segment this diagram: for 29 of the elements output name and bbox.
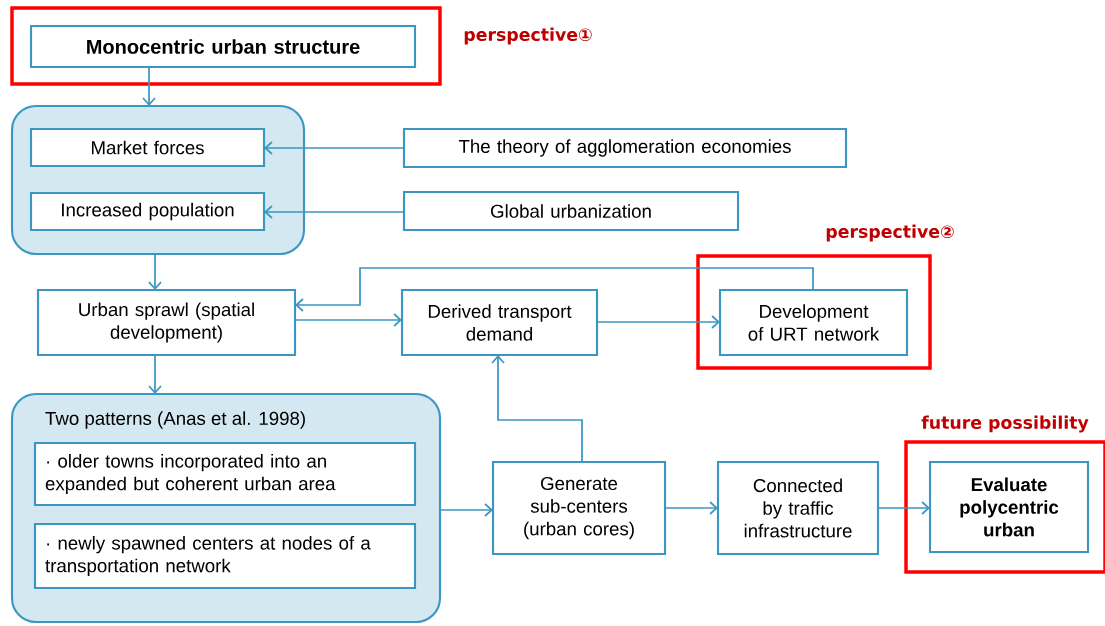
process-box: Urban sprawl (spatial development)	[36, 288, 297, 357]
arrow	[295, 267, 814, 312]
process-box: Market forces	[29, 127, 266, 168]
arrow	[439, 503, 493, 517]
process-box: Development of URT network	[718, 288, 909, 357]
process-box: Increased population	[29, 191, 266, 232]
arrow	[264, 141, 405, 155]
arrow	[294, 313, 402, 327]
process-box: Monocentric urban structure	[29, 24, 417, 69]
group-heading: Two patterns (Anas et al. 1998)	[45, 411, 305, 429]
process-box: · newly spawned centers at nodes of a transportation network	[33, 522, 417, 590]
arrow	[664, 501, 718, 515]
arrow	[596, 315, 720, 329]
frame-heading: perspective①	[464, 27, 592, 45]
arrow	[148, 253, 162, 290]
frame-heading: perspective②	[826, 224, 954, 242]
process-box: Generate sub-centers (urban cores)	[491, 460, 667, 556]
process-box: Evaluate polycentric urban	[928, 460, 1090, 554]
process-box: Derived transport demand	[400, 288, 599, 357]
arrow	[148, 354, 162, 394]
frame-heading: future possibility	[921, 415, 1089, 433]
process-box: · older towns incorporated into an expanded but coherent urban area	[33, 441, 417, 507]
process-box: Connected by traffic infrastructure	[716, 460, 880, 556]
arrow	[142, 66, 156, 106]
arrow	[491, 355, 583, 463]
process-box: The theory of agglomeration economies	[402, 127, 848, 169]
process-box: Global urbanization	[402, 190, 740, 232]
arrow	[264, 205, 405, 219]
arrow	[877, 501, 930, 515]
